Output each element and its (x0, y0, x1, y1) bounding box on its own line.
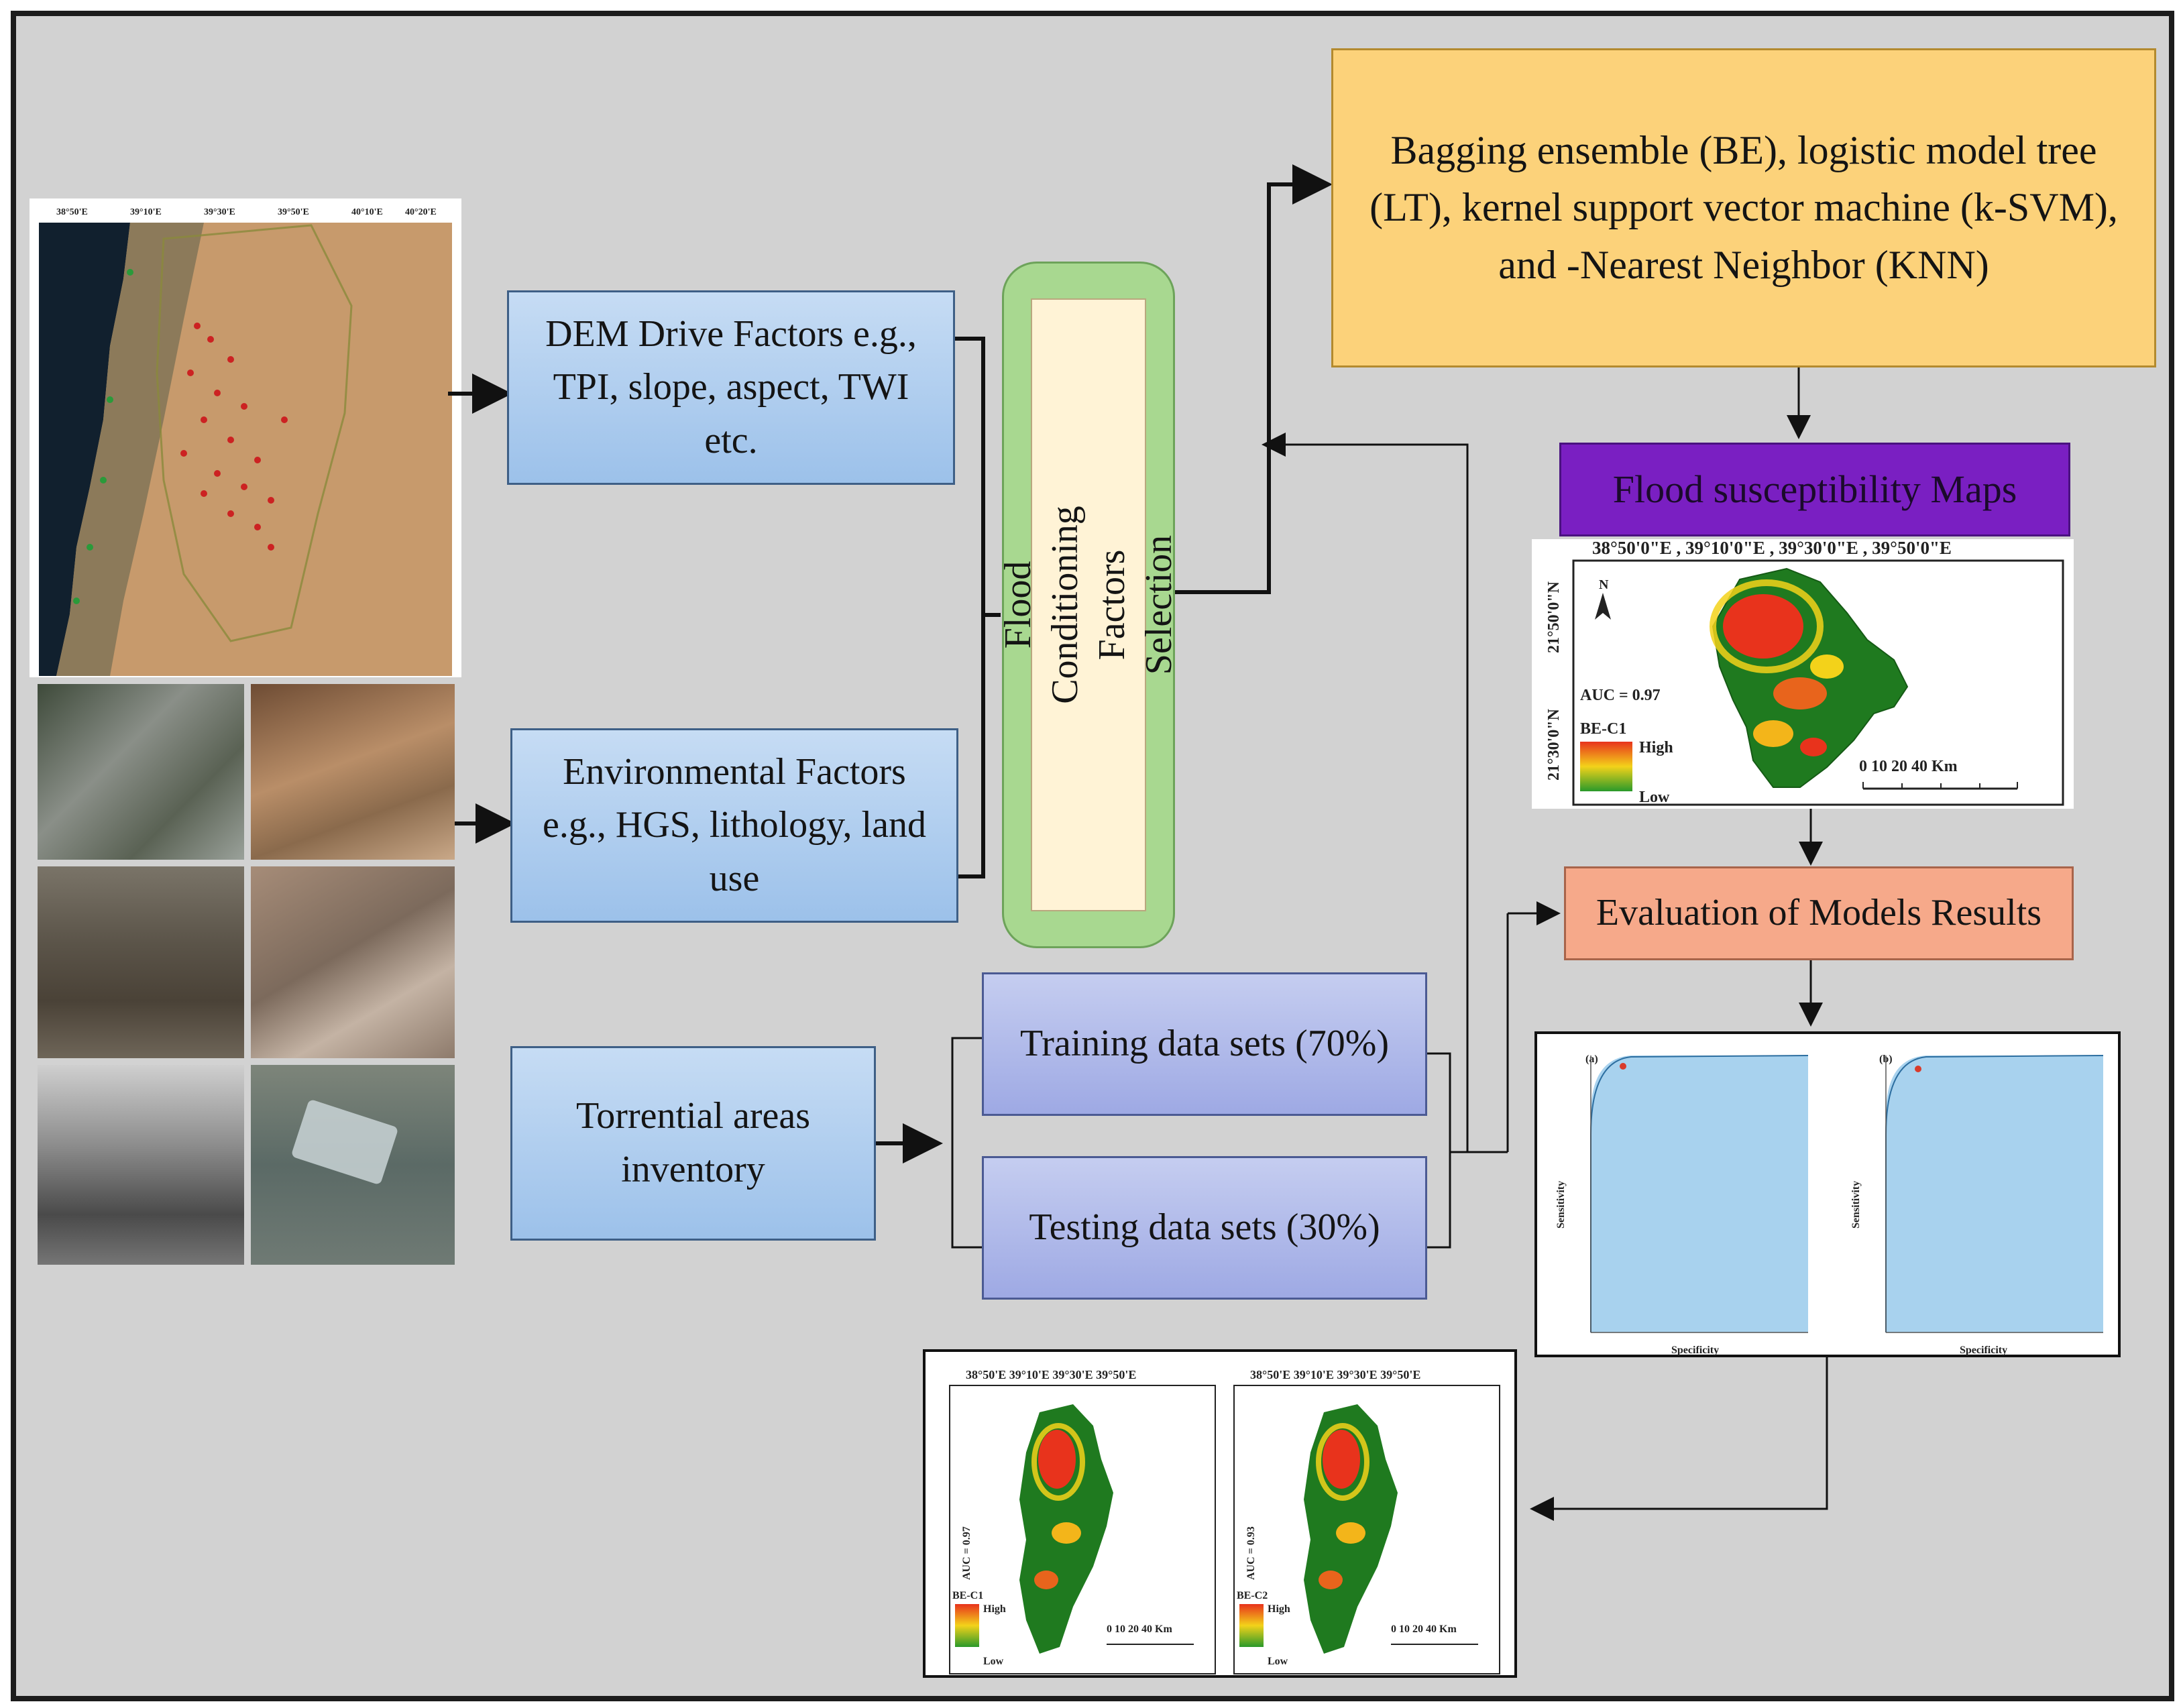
testing-data-box: Testing data sets (30%) (982, 1156, 1427, 1300)
svg-text:BE-C1: BE-C1 (952, 1590, 983, 1601)
svg-text:38°50'E: 38°50'E (56, 207, 88, 217)
svg-text:39°50'E: 39°50'E (278, 207, 309, 217)
svg-text:39°30'E: 39°30'E (204, 207, 235, 217)
dem-factors-box: DEM Drive Factors e.g., TPI, slope, aspe… (507, 290, 955, 485)
svg-text:0 10 20 40 Km: 0 10 20 40 Km (1391, 1624, 1457, 1635)
roc-panel-b: (b) Sensitivity Specificity (1850, 1054, 2104, 1356)
legend-color-ramp (1580, 742, 1632, 791)
training-data-box: Training data sets (70%) (982, 972, 1427, 1116)
svg-text:Sensitivity: Sensitivity (1555, 1181, 1567, 1229)
flood-photo-6 (251, 1065, 455, 1265)
svg-text:(a): (a) (1585, 1054, 1598, 1065)
factor-selection-text: Flood Conditioning Factors Selection (997, 506, 1180, 704)
training-data-text: Training data sets (70%) (1019, 1023, 1390, 1065)
roc-panel-a: (a) Sensitivity Specificity (1555, 1054, 1809, 1356)
factor-selection-box: Flood Conditioning Factors Selection (997, 262, 1180, 948)
svg-text:40°10'E: 40°10'E (351, 207, 383, 217)
comparison-maps-panel: 38°50'E 39°10'E 39°30'E 39°50'E AUC = 0.… (923, 1349, 1517, 1678)
map-auc: AUC = 0.97 (1580, 687, 1661, 704)
models-text: Bagging ensemble (BE), logistic model tr… (1369, 128, 2118, 287)
flood-photo-5 (38, 1065, 244, 1265)
svg-text:40°20'E: 40°20'E (405, 207, 437, 217)
legend-low: Low (1639, 789, 1670, 806)
svg-text:Specificity: Specificity (1960, 1345, 2007, 1356)
svg-text:Sensitivity: Sensitivity (1850, 1181, 1862, 1229)
legend-high: High (1639, 739, 1673, 756)
svg-text:High: High (983, 1603, 1006, 1615)
map-scale: 0 10 20 40 Km (1859, 758, 1958, 775)
susceptibility-maps-text: Flood susceptibility Maps (1612, 467, 2017, 511)
models-box: Bagging ensemble (BE), logistic model tr… (1331, 48, 2156, 367)
svg-text:AUC = 0.97: AUC = 0.97 (961, 1526, 972, 1580)
testing-data-text: Testing data sets (30%) (1029, 1206, 1380, 1249)
torrential-inventory-text: Torrential areas inventory (576, 1095, 810, 1190)
flood-photo-4 (251, 866, 455, 1058)
svg-text:Specificity: Specificity (1671, 1345, 1719, 1356)
svg-text:39°10'E: 39°10'E (130, 207, 162, 217)
map-legend-title: BE-C1 (1580, 720, 1626, 738)
dem-factors-text: DEM Drive Factors e.g., TPI, slope, aspe… (545, 312, 917, 461)
comparison-map-1: 38°50'E 39°10'E 39°30'E 39°50'E AUC = 0.… (949, 1368, 1216, 1674)
environmental-factors-box: Environmental Factors e.g., HGS, litholo… (510, 728, 958, 923)
svg-text:AUC = 0.93: AUC = 0.93 (1245, 1526, 1257, 1580)
roc-curves-panel: (a) Sensitivity Specificity (b) Sensitiv… (1534, 1031, 2121, 1357)
evaluation-text: Evaluation of Models Results (1596, 892, 2042, 934)
torrential-inventory-box: Torrential areas inventory (510, 1046, 876, 1241)
svg-text:Low: Low (1268, 1656, 1288, 1667)
flood-photo-1 (38, 684, 244, 860)
factor-selection-inner: Flood Conditioning Factors Selection (997, 298, 1180, 911)
comparison-map-2: 38°50'E 39°10'E 39°30'E 39°50'E AUC = 0.… (1233, 1368, 1500, 1674)
flood-photo-3 (38, 866, 244, 1058)
svg-text:38°50'E 39°10'E 39°30'E 39°: 38°50'E 39°10'E 39°30'E 39°50'E (966, 1368, 1136, 1381)
study-area-map: 38°50'E 39°10'E 39°30'E 39°50'E 40°10'E 40°2… (30, 198, 461, 677)
map-lat-bottom: 21°30'0"N (1545, 708, 1563, 781)
svg-text:0 10 20 40 Km: 0 10 20 40 Km (1107, 1624, 1172, 1635)
evaluation-box: Evaluation of Models Results (1564, 866, 2074, 960)
map-coords: 38°50'0"E , 39°10'0"E , 39°30'0"E , 39°5… (1592, 538, 1952, 558)
flood-photo-2 (251, 684, 455, 860)
susceptibility-map: 38°50'0"E , 39°10'0"E , 39°30'0"E , 39°5… (1532, 538, 2074, 809)
svg-text:High: High (1268, 1603, 1290, 1615)
susceptibility-maps-box: Flood susceptibility Maps (1559, 443, 2070, 536)
svg-text:38°50'E 39°10'E 39°30'E 39°: 38°50'E 39°10'E 39°30'E 39°50'E (1250, 1368, 1420, 1381)
svg-text:BE-C2: BE-C2 (1237, 1590, 1268, 1601)
svg-text:N: N (1599, 577, 1609, 592)
environmental-factors-text: Environmental Factors e.g., HGS, litholo… (543, 750, 926, 899)
north-arrow-icon: N (1595, 577, 1611, 620)
map-lat-top: 21°50'0"N (1545, 581, 1563, 653)
svg-text:Low: Low (983, 1656, 1004, 1667)
